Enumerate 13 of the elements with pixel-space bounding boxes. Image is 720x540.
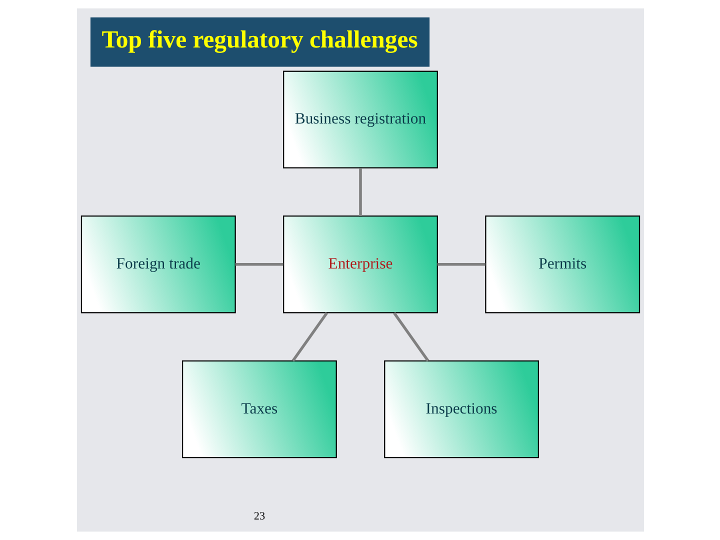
connector [234,262,283,266]
node-box: Foreign trade [80,216,236,314]
diagram-title: Top five regulatory challenges [101,26,418,54]
connector [436,262,485,266]
node-box: Business registration [282,70,438,168]
connector [358,168,362,216]
connector [392,312,429,362]
connector [291,312,328,362]
node-box: Enterprise [282,216,438,314]
node-box: Permits [484,216,640,314]
node-box: Inspections [384,360,539,458]
node-box: Taxes [181,360,336,458]
label: 23 [253,510,265,522]
